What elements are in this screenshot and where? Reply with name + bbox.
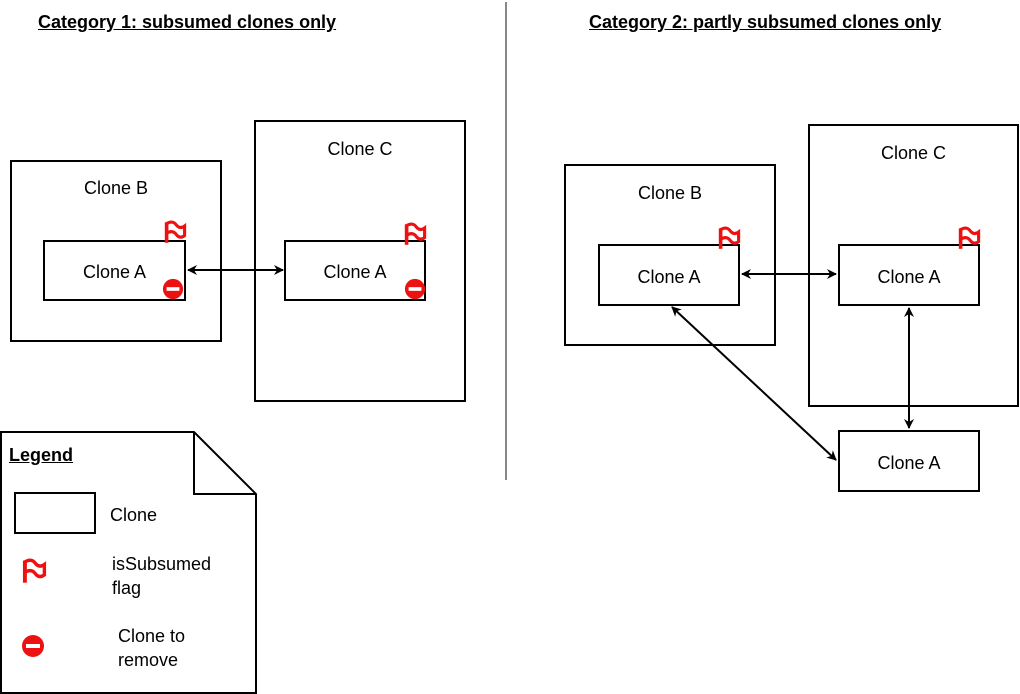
cat1-clone-b-inner-label: Clone A — [82, 262, 147, 282]
cat2-clone-c-inner-label: Clone A — [877, 267, 941, 287]
legend-clone-label: Clone — [110, 505, 158, 525]
cat1-clone-b-label: Clone B — [83, 178, 149, 198]
cat2-c-flag-icon — [958, 226, 981, 250]
cat1-clone-c-inner-label: Clone A — [323, 262, 387, 282]
cat2-standalone-clone-box[interactable] — [838, 430, 980, 492]
legend-clone-swatch — [14, 492, 96, 534]
cat1-c-remove-icon — [404, 278, 426, 300]
cat2-b-standalone-arrow — [671, 306, 837, 461]
cat1-clone-b-inner-box[interactable] — [43, 240, 186, 301]
cat1-b-remove-icon — [162, 278, 184, 300]
cat2-clone-b-inner-label: Clone A — [637, 267, 701, 287]
legend-flag-icon — [22, 558, 47, 584]
cat2-clone-c-label: Clone C — [880, 143, 947, 163]
cat2-clone-b-label: Clone B — [637, 183, 703, 203]
cat2-clone-b-inner-box[interactable] — [598, 244, 740, 306]
legend-flag-label-line1: isSubsumed — [112, 554, 212, 574]
section-divider — [505, 2, 507, 480]
legend-title: Legend — [9, 445, 74, 465]
category2-title: Category 2: partly subsumed clones only — [589, 12, 942, 32]
legend-remove-icon — [22, 635, 44, 657]
cat2-b-flag-icon — [718, 226, 741, 250]
cat1-clone-c-label: Clone C — [327, 139, 393, 159]
cat1-c-flag-icon — [404, 222, 427, 246]
legend-flag-label-line2: flag — [112, 578, 142, 598]
category1-title: Category 1: subsumed clones only — [38, 12, 337, 32]
cat2-clone-c-inner-box[interactable] — [838, 244, 980, 306]
legend-remove-label-line2: remove — [118, 650, 179, 670]
cat2-standalone-clone-label: Clone A — [877, 453, 941, 473]
cat1-b-flag-icon — [164, 220, 187, 244]
legend-remove-label-line1: Clone to — [118, 626, 186, 646]
cat1-clone-c-inner-box[interactable] — [284, 240, 426, 301]
